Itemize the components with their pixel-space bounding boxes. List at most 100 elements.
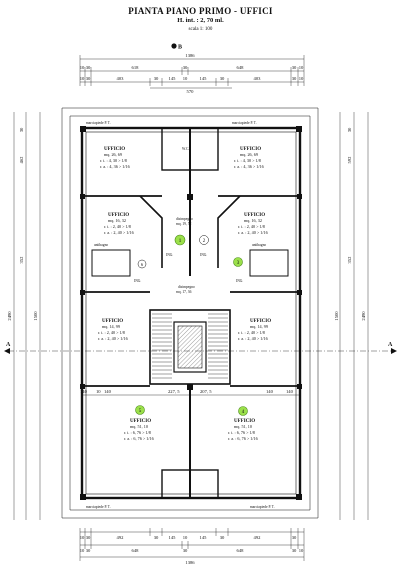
room-3-ri: r. i. : 2, 40 > 1/8 (104, 224, 131, 230)
dim-top-row-2: 30 (86, 65, 91, 70)
room-ufficio-7: UFFICIO mq. 51, 10 r. i. : 6, 76 > 1/8 r… (124, 419, 154, 442)
marker-3-label: 3 (237, 261, 240, 266)
plan-scale: scala 1: 100 (188, 27, 213, 32)
dim-right-side-5: 352 (347, 256, 352, 264)
label-disimpegno-top: disimpegno (176, 217, 193, 221)
section-mark-b-label: B (178, 45, 182, 51)
dim-top-row2-4: 30 (154, 76, 159, 81)
room-ufficio-6: UFFICIO mq. 14, 99 r. i. : 2, 40 > 1/8 r… (238, 319, 271, 342)
room-4-ra: r. a. : 2, 40 > 1/16 (238, 230, 268, 236)
room-1-ri: r. i. : 4, 30 > 1/8 (100, 158, 127, 164)
dim-bottom-row2-1: 10 (80, 535, 85, 540)
dim-bottom-row-4: 30 (183, 548, 188, 553)
section-mark-a-left: A (6, 342, 11, 348)
room-6-ri: r. i. : 2, 40 > 1/8 (238, 330, 265, 336)
side-dimension-texts: 2490 2490 1500 1500 30 462 352 30 592 35… (7, 127, 366, 321)
label-ing-right: ING. (200, 253, 207, 257)
dim-left-inner: 1500 (33, 311, 38, 321)
room-1-area: mq. 26, 69 (104, 152, 122, 158)
room-4-ri: r. i. : 2, 40 > 1/8 (238, 224, 265, 230)
dim-bottom-row2-3: 492 (117, 535, 125, 540)
room-ufficio-2: UFFICIO mq. 26, 69 r. i. : 4, 30 > 1/8 r… (234, 147, 264, 170)
plan-title: PIANTA PIANO PRIMO - UFFICI (128, 6, 273, 16)
dim-mid-4: 227, 5 (168, 389, 180, 395)
dim-mid-5: 207, 5 (200, 389, 212, 395)
side-dimension-lines (13, 112, 369, 520)
dim-bottom-row2-6: 10 (183, 535, 188, 540)
label-marciapiede-br: marciapiede P. T. (250, 505, 275, 509)
label-ing-side-left: ING. (134, 279, 141, 283)
room-6-name: UFFICIO (250, 319, 271, 324)
room-5-ri: r. i. : 2, 40 > 1/8 (98, 330, 125, 336)
dim-top-row-4: 30 (183, 65, 188, 70)
section-mark-a-right: A (388, 342, 393, 348)
dim-top-row2-3: 403 (117, 76, 125, 81)
room-2-area: mq. 26, 69 (240, 152, 258, 158)
section-mark-b: B (171, 43, 182, 51)
dim-bottom-row-2: 30 (86, 548, 91, 553)
dim-top-row-7: 10 (299, 65, 304, 70)
dim-top-row2-2: 30 (86, 76, 91, 81)
label-antibagno-right: antibagno (252, 243, 266, 247)
label-marciapiede-tr: marciapiede P. T. (232, 121, 257, 125)
dim-left-total: 2490 (7, 311, 12, 321)
dim-right-side-2: 30 (347, 127, 352, 132)
room-8-ri: r. i. : 6, 76 > 1/8 (228, 430, 255, 436)
label-antibagno-left: antibagno (94, 243, 108, 247)
dim-right-total: 2490 (361, 311, 366, 321)
label-disimpegno-mid-area: mq. 17, 36 (176, 290, 192, 295)
section-line-a: A A (4, 342, 397, 354)
room-1-ra: r. a. : 4, 36 > 1/16 (100, 164, 130, 170)
room-6-ra: r. a. : 2, 40 > 1/16 (238, 336, 268, 342)
dim-bottom-row-3: 648 (132, 548, 140, 553)
room-1-name: UFFICIO (104, 147, 125, 152)
dim-top-row-3: 618 (132, 65, 140, 70)
dim-left-side-3: 462 (19, 156, 24, 164)
room-2-name: UFFICIO (240, 147, 261, 152)
dim-bottom-row-1: 10 (80, 548, 85, 553)
building-outline (61, 107, 319, 519)
room-ufficio-5: UFFICIO mq. 14, 99 r. i. : 2, 40 > 1/8 r… (98, 319, 128, 342)
top-dimension-texts: 1386 10 30 618 30 648 30 10 10 30 403 30… (80, 53, 304, 94)
dim-mid-1: 140 (80, 389, 88, 394)
dim-left-side-5: 352 (19, 256, 24, 264)
dim-bottom-row-6: 30 (292, 548, 297, 553)
dim-bottom-row2-9: 492 (254, 535, 262, 540)
marker-1: 1 (174, 234, 186, 246)
dim-top-row2-8: 30 (220, 76, 225, 81)
room-5-ra: r. a. : 2, 40 > 1/16 (98, 336, 128, 342)
room-2-ra: r. a. : 4, 36 > 1/16 (234, 164, 264, 170)
dim-top-row-6: 30 (292, 65, 297, 70)
dim-mid-7: 140 (286, 389, 294, 394)
dim-top-row2-6: 10 (183, 76, 188, 81)
room-8-name: UFFICIO (234, 419, 255, 424)
room-3-ra: r. a. : 2, 40 > 1/16 (104, 230, 134, 236)
room-7-name: UFFICIO (130, 419, 151, 424)
marker-1-label: 1 (179, 238, 182, 244)
room-4-area: mq. 16, 32 (244, 218, 262, 224)
marker-6-label: 6 (141, 262, 144, 267)
label-disimpegno-top-area: mq. 19, 52 (176, 222, 192, 227)
marker-2-label: 2 (203, 239, 206, 244)
label-ing-left: ING. (166, 253, 173, 257)
marker-3: 3 (233, 257, 243, 267)
dim-left-side-2: 30 (19, 127, 24, 132)
label-marciapiede-tl: marciapiede P. T. (86, 121, 111, 125)
bottom-dimension-lines (79, 528, 305, 561)
dim-bottom-row2-5: 145 (169, 535, 177, 540)
dim-top-row2-7: 145 (200, 76, 208, 81)
dim-top-row-1: 10 (80, 65, 85, 70)
dim-bottom-row-5: 648 (237, 548, 245, 553)
label-ing-side-right: ING. (236, 279, 243, 283)
room-4-name: UFFICIO (244, 213, 265, 218)
top-dimension-chains (79, 55, 305, 89)
marker-4: 4 (238, 406, 248, 416)
room-6-area: mq. 14, 99 (250, 324, 268, 330)
dim-bottom-row-7: 10 (299, 548, 304, 553)
dim-bottom-row2-7: 145 (200, 535, 208, 540)
dim-top-row-5: 648 (237, 65, 245, 70)
room-ufficio-8: UFFICIO mq. 51, 10 r. i. : 6, 76 > 1/8 r… (228, 419, 258, 442)
dim-bottom-row2-2: 30 (86, 535, 91, 540)
mid-dimension-row: 140 10 140 227, 5 207, 5 140 140 (80, 389, 300, 396)
room-ufficio-3: UFFICIO mq. 16, 32 r. i. : 2, 40 > 1/8 r… (104, 213, 134, 236)
